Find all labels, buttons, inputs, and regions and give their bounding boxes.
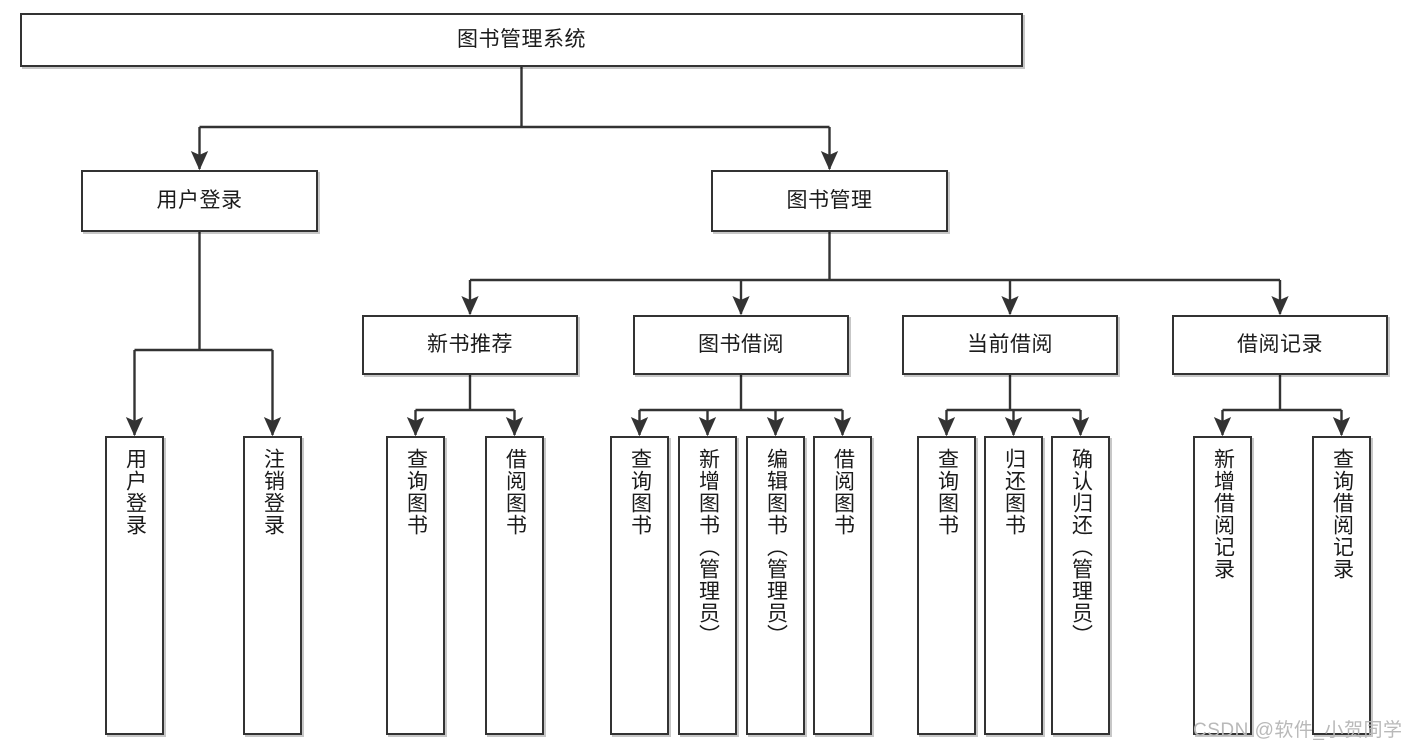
node-label-leaf-confirm-return: 确认归还（管理员） — [1069, 448, 1093, 646]
node-leaf-user-login[interactable]: 用户登录 — [105, 436, 164, 735]
node-label-leaf-return-book: 归还图书 — [1002, 448, 1026, 536]
node-borrow-record[interactable]: 借阅记录 — [1172, 315, 1388, 375]
node-label-leaf-query-book-2: 查询图书 — [628, 448, 652, 536]
node-label-new-book-recommend: 新书推荐 — [427, 332, 513, 356]
node-label-root: 图书管理系统 — [457, 27, 586, 51]
csdn-watermark: CSDN @软件_小贺同学 — [1193, 720, 1403, 741]
node-user-login[interactable]: 用户登录 — [81, 170, 318, 232]
node-label-leaf-add-record: 新增借阅记录 — [1211, 448, 1235, 580]
node-current-borrow[interactable]: 当前借阅 — [902, 315, 1118, 375]
node-leaf-logout[interactable]: 注销登录 — [243, 436, 302, 735]
node-label-user-login: 用户登录 — [156, 188, 243, 212]
node-leaf-borrow-book-2[interactable]: 借阅图书 — [813, 436, 872, 735]
node-leaf-borrow-book-1[interactable]: 借阅图书 — [485, 436, 544, 735]
node-book-manage[interactable]: 图书管理 — [711, 170, 948, 232]
node-root[interactable]: 图书管理系统 — [20, 13, 1023, 67]
node-label-leaf-user-login: 用户登录 — [123, 448, 147, 536]
node-label-leaf-borrow-book-1: 借阅图书 — [503, 448, 527, 536]
node-label-leaf-query-book-3: 查询图书 — [935, 448, 959, 536]
node-label-leaf-edit-book: 编辑图书（管理员） — [764, 448, 788, 646]
node-new-book-recommend[interactable]: 新书推荐 — [362, 315, 578, 375]
node-label-book-manage: 图书管理 — [786, 188, 873, 212]
node-book-borrow[interactable]: 图书借阅 — [633, 315, 849, 375]
node-leaf-add-book[interactable]: 新增图书（管理员） — [678, 436, 737, 735]
node-leaf-add-record[interactable]: 新增借阅记录 — [1193, 436, 1252, 735]
node-label-leaf-query-record: 查询借阅记录 — [1330, 448, 1354, 580]
node-label-current-borrow: 当前借阅 — [967, 332, 1053, 356]
node-label-leaf-borrow-book-2: 借阅图书 — [831, 448, 855, 536]
node-label-borrow-record: 借阅记录 — [1237, 332, 1323, 356]
node-label-leaf-query-book-1: 查询图书 — [404, 448, 428, 536]
node-leaf-query-book-2[interactable]: 查询图书 — [610, 436, 669, 735]
node-leaf-query-record[interactable]: 查询借阅记录 — [1312, 436, 1371, 735]
node-leaf-edit-book[interactable]: 编辑图书（管理员） — [746, 436, 805, 735]
node-leaf-query-book-3[interactable]: 查询图书 — [917, 436, 976, 735]
node-label-leaf-add-book: 新增图书（管理员） — [696, 448, 720, 646]
node-leaf-query-book-1[interactable]: 查询图书 — [386, 436, 445, 735]
node-label-leaf-logout: 注销登录 — [261, 448, 285, 536]
node-leaf-return-book[interactable]: 归还图书 — [984, 436, 1043, 735]
node-leaf-confirm-return[interactable]: 确认归还（管理员） — [1051, 436, 1110, 735]
node-label-book-borrow: 图书借阅 — [698, 332, 784, 356]
